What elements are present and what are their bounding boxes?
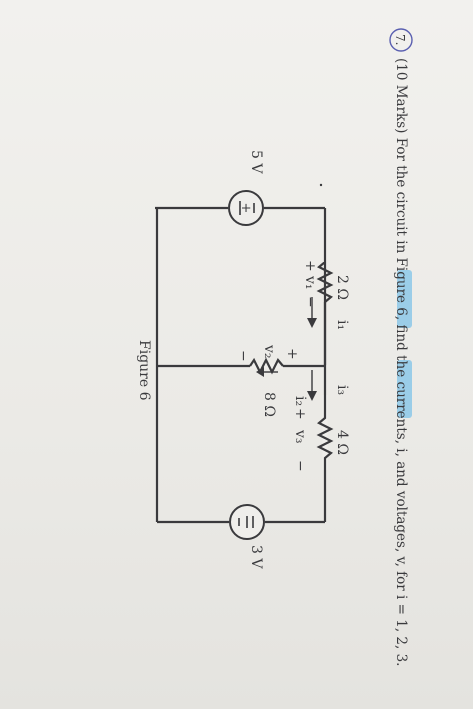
label-i1: i₁	[334, 320, 350, 330]
figure-caption: Figure 6	[136, 340, 152, 401]
current-arrow-i3	[307, 370, 317, 401]
label-v3: v₃	[292, 429, 308, 444]
highlight-currents	[397, 270, 412, 328]
label-v2-minus: −	[235, 350, 251, 362]
voltage-source-3v	[229, 504, 265, 540]
label-v3-plus: +	[292, 408, 308, 420]
current-arrow-i2	[256, 367, 278, 377]
problem-number-circle	[389, 28, 413, 52]
circuit	[155, 206, 327, 524]
label-v3-minus: −	[292, 460, 308, 472]
label-r2: 8 Ω	[261, 392, 277, 417]
problem-text: (10 Marks) For the circuit in Figure 6, …	[393, 58, 409, 666]
resistor-4-ohm	[316, 395, 334, 470]
problem-number: 7.	[393, 34, 407, 45]
label-r3: 4 Ω	[334, 430, 350, 455]
paper-speck	[319, 183, 323, 187]
label-source-5v: 5 V	[248, 150, 264, 174]
label-r1: 2 Ω	[334, 275, 350, 300]
svg-text:+: +	[238, 203, 253, 214]
current-arrow-i1	[307, 297, 317, 328]
label-v2: v₂	[261, 344, 277, 359]
label-v1-plus: +	[302, 260, 318, 272]
resistor-2-ohm	[316, 261, 334, 303]
label-v1: v₁	[302, 275, 318, 290]
label-v2-plus: +	[284, 348, 300, 360]
label-v1-minus: −	[302, 296, 318, 308]
label-i2: i₂	[292, 396, 308, 406]
label-source-3v: 3 V	[248, 545, 264, 569]
label-i3: i₃	[334, 385, 350, 395]
resistor-8-ohm	[249, 357, 284, 375]
problem-statement: 7. (10 Marks) For the circuit in Figure …	[389, 28, 413, 666]
voltage-source-5v: +	[228, 190, 264, 226]
highlight-voltages	[397, 360, 412, 418]
